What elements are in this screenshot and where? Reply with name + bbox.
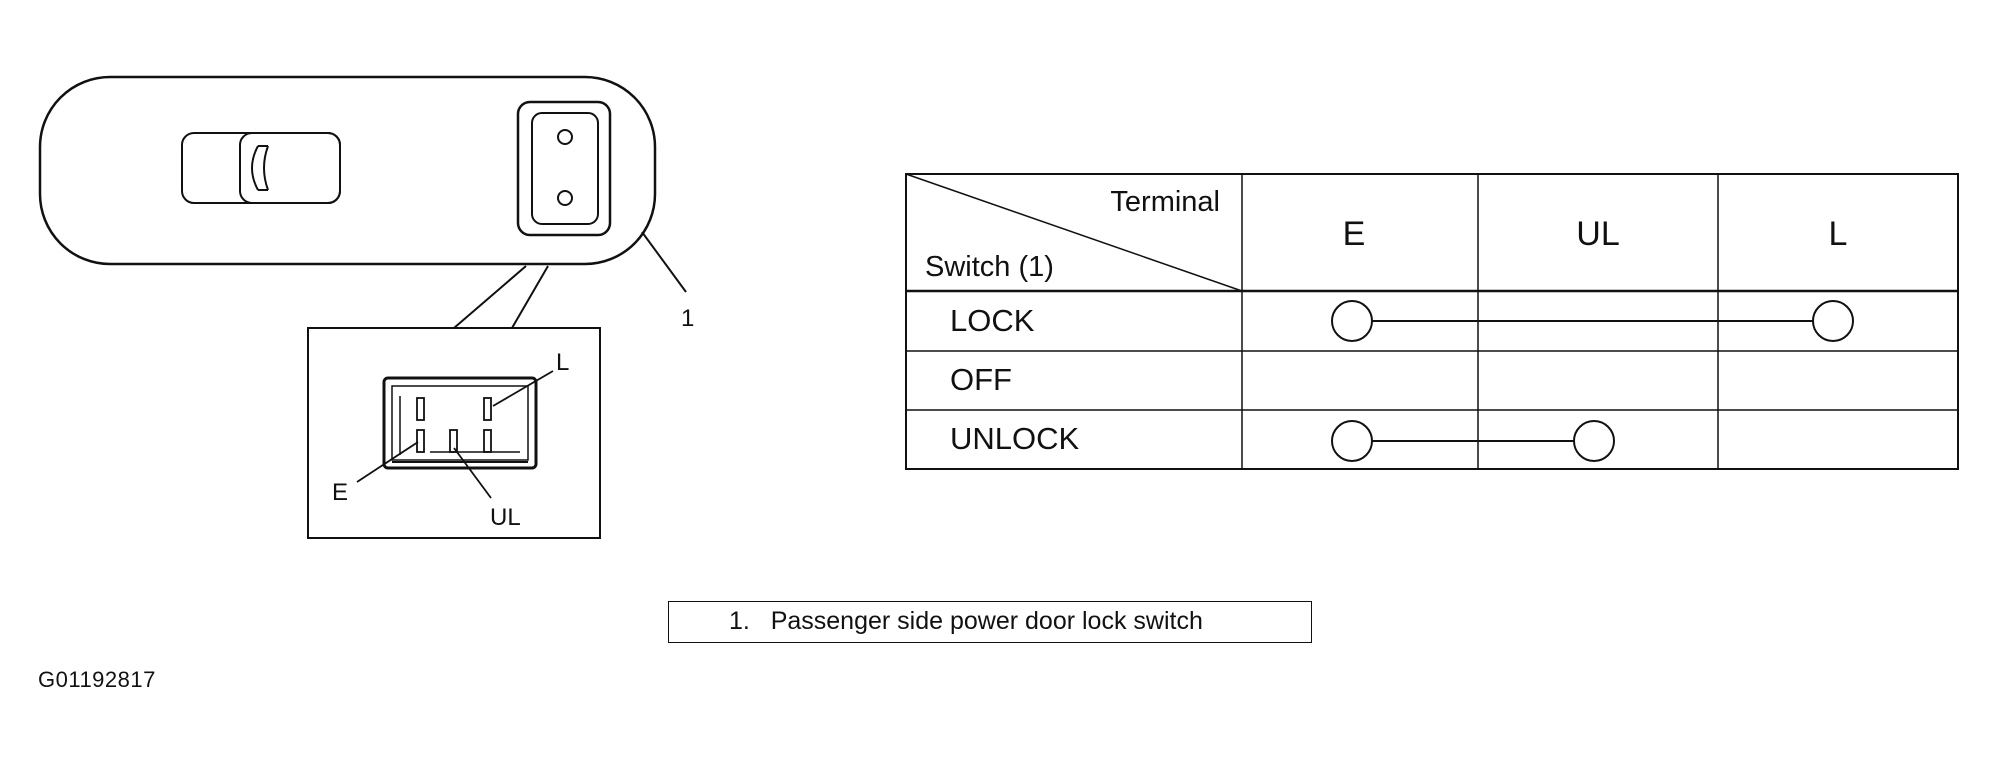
connector-zoom-leaders: [453, 265, 549, 329]
switch-housing: [38, 75, 657, 266]
col-header-ul: UL: [1576, 215, 1619, 253]
connector-label-e: E: [332, 479, 348, 506]
callout-number-1: 1: [681, 305, 694, 332]
row-label-off: OFF: [950, 362, 1012, 397]
continuity-unlock: [1331, 420, 1615, 462]
continuity-dot-unlock-e: [1331, 420, 1373, 462]
legend-box: 1. Passenger side power door lock switch: [668, 601, 1312, 643]
col-header-e: E: [1343, 215, 1366, 253]
connector-detail-box: [307, 327, 601, 539]
continuity-dot-lock-e: [1331, 300, 1373, 342]
row-label-unlock: UNLOCK: [950, 421, 1080, 456]
continuity-table: [905, 173, 1959, 470]
row-label-lock: LOCK: [950, 303, 1035, 338]
col-header-l: L: [1829, 215, 1848, 253]
continuity-dot-lock-l: [1812, 300, 1854, 342]
header-terminal: Terminal: [1110, 186, 1220, 218]
continuity-dot-unlock-ul: [1573, 420, 1615, 462]
connector-label-l: L: [556, 349, 569, 376]
header-switch: Switch (1): [925, 251, 1054, 283]
legend-text: Passenger side power door lock switch: [770, 607, 1203, 635]
window-switch-icon: [181, 132, 341, 204]
continuity-lock: [1331, 300, 1854, 342]
door-lock-rocker-icon: [516, 100, 612, 237]
connector-label-ul: UL: [490, 504, 521, 531]
callout-leader-1: [641, 231, 687, 293]
header-diagonal: [905, 173, 1243, 292]
figure-id: G01192817: [38, 667, 156, 692]
legend-number: 1.: [729, 607, 750, 635]
